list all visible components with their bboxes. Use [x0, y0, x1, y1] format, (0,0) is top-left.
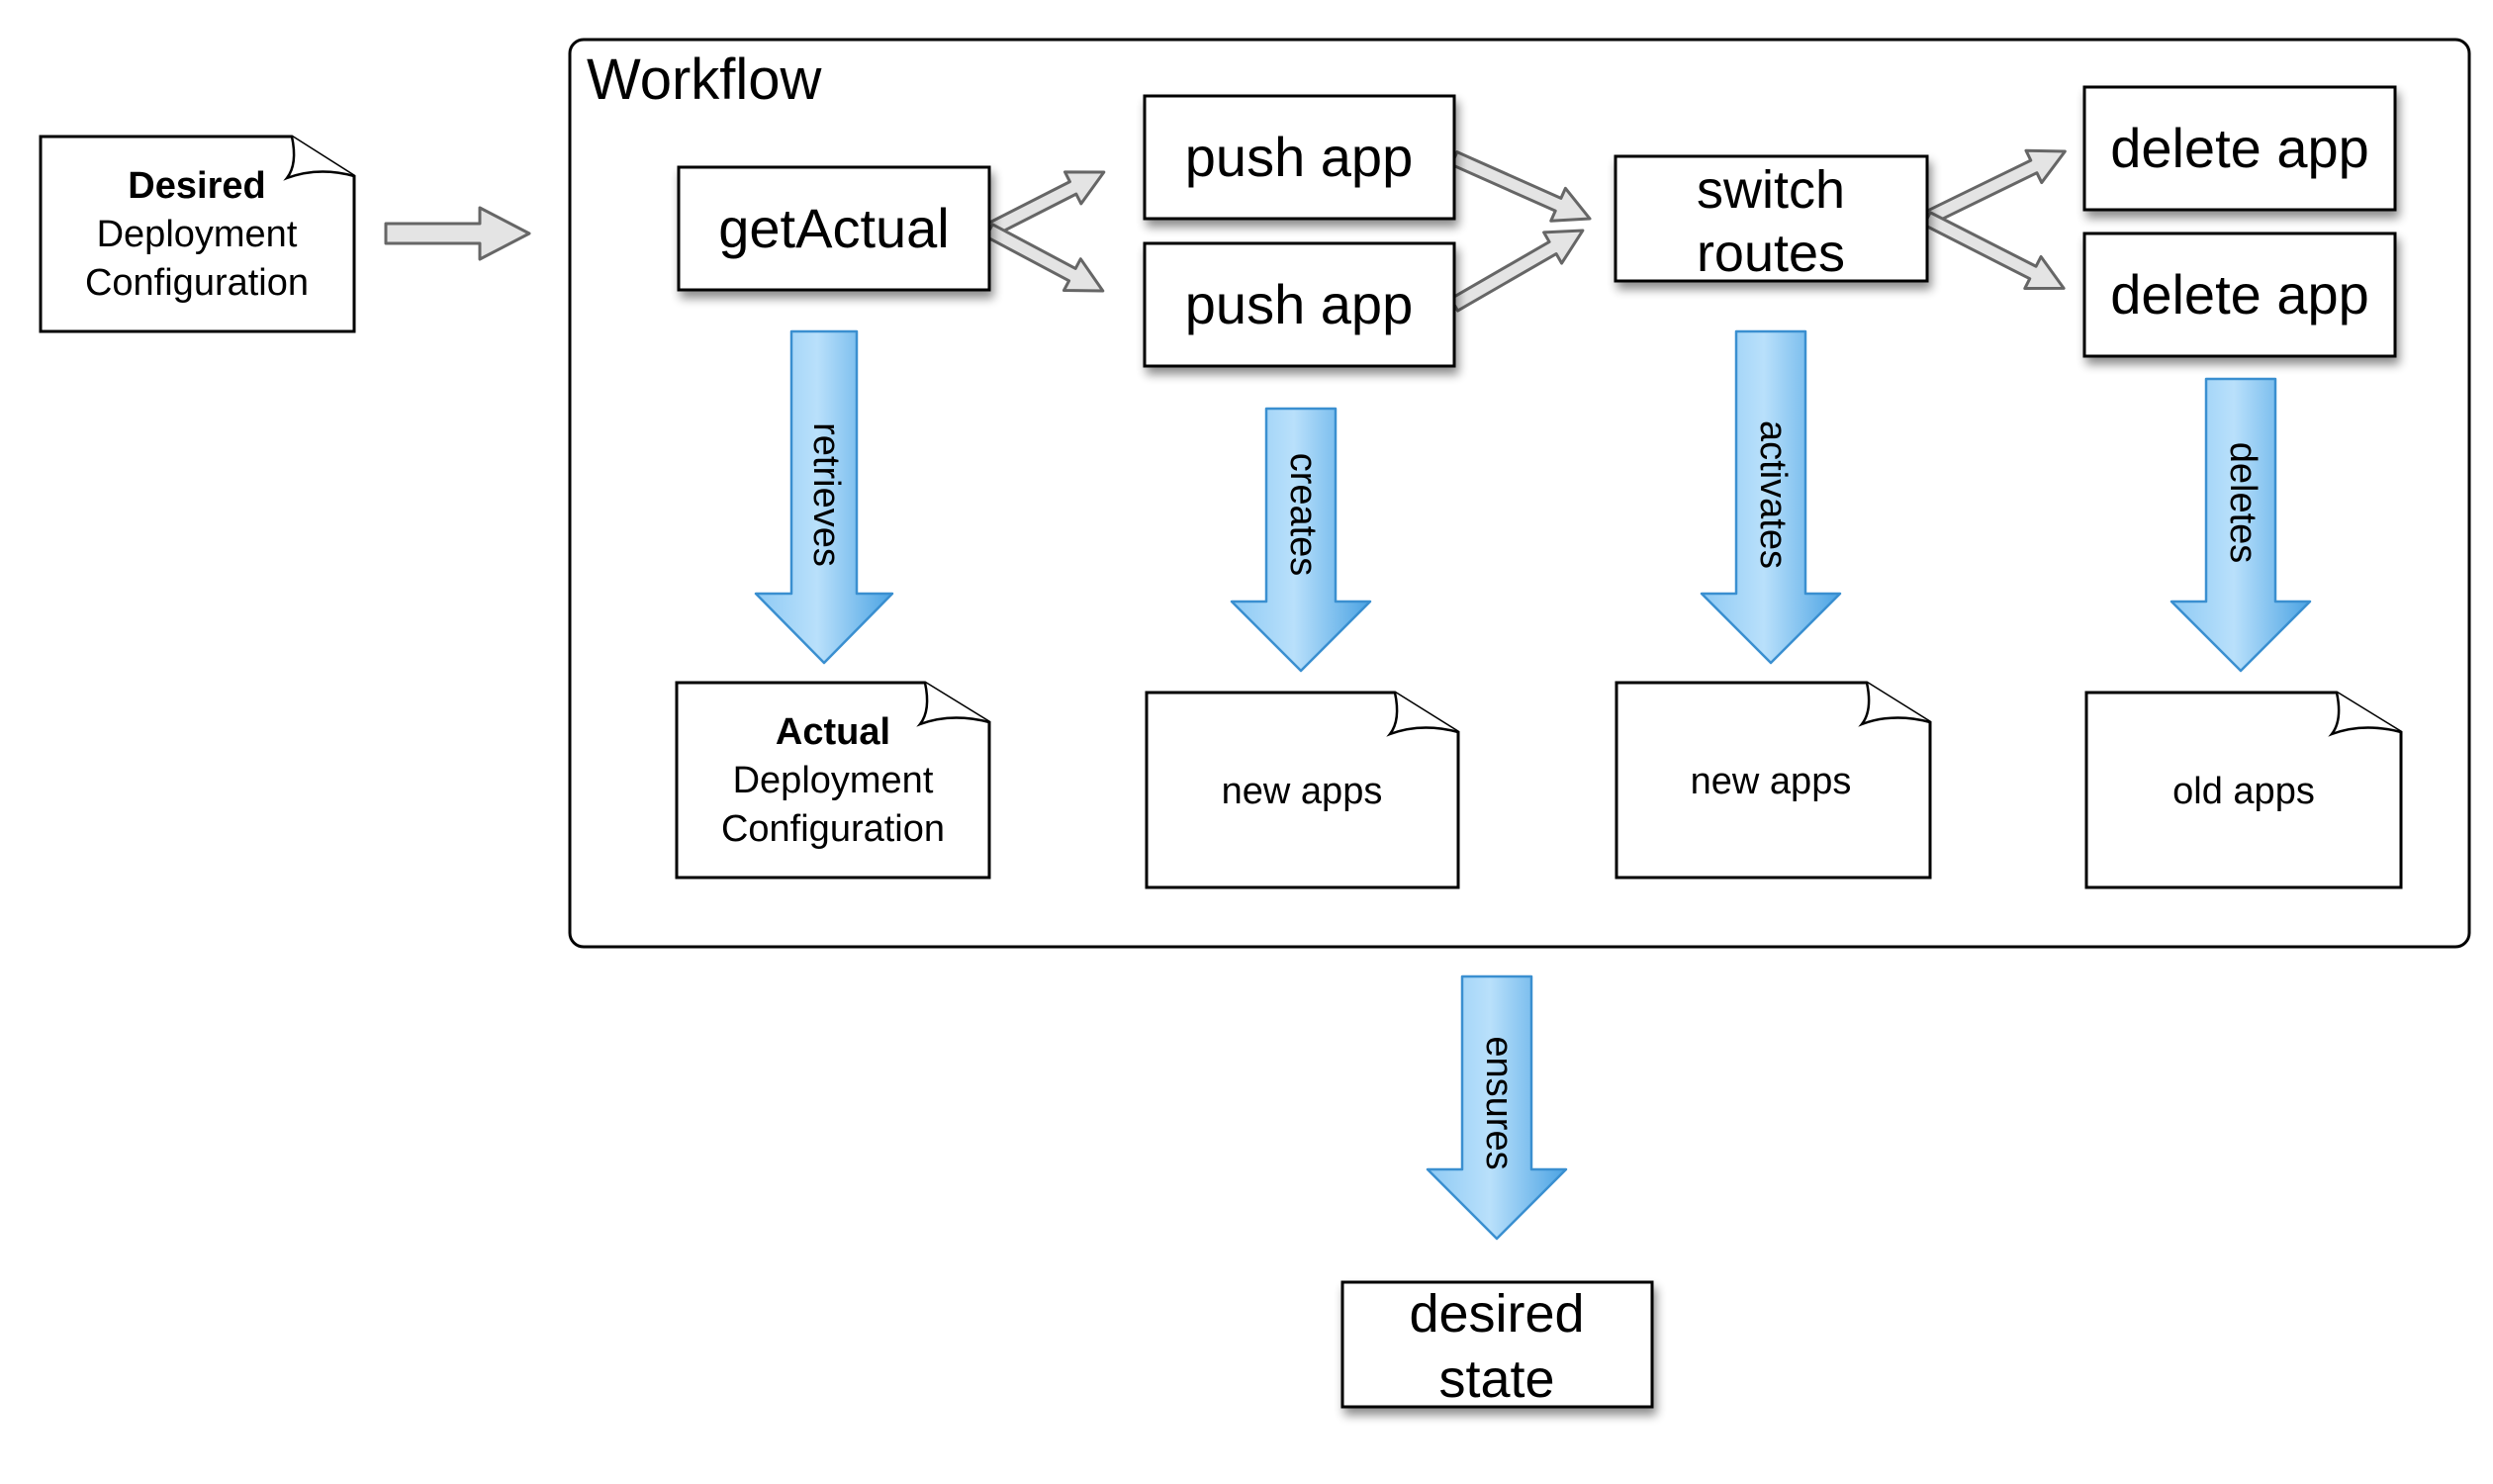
doc-new-apps-1-label: new apps	[1222, 771, 1383, 812]
step-delete-app-2-label: delete app	[2110, 263, 2369, 325]
effect-arrow-deletes: deletes	[2170, 377, 2312, 673]
step-switch-routes-line2: routes	[1697, 224, 1845, 283]
doc-old-apps-label: old apps	[2172, 771, 2315, 812]
effect-arrow-ensures: ensures	[1426, 974, 1568, 1241]
step-getactual: getActual	[677, 165, 991, 292]
flow-arrow-getactual-to-push2	[984, 223, 1105, 293]
flow-arrow-push2-to-switch	[1449, 229, 1585, 313]
step-delete-app-1: delete app	[2082, 85, 2397, 212]
effect-arrow-activates-label: activates	[1752, 420, 1794, 569]
step-delete-app-1-label: delete app	[2110, 117, 2369, 179]
desired-config-document: Desired Deployment Configuration	[39, 135, 356, 333]
step-switch-routes-line1: switch	[1697, 160, 1845, 220]
effect-arrow-ensures-label: ensures	[1478, 1036, 1520, 1169]
doc-actual-config-title: Actual	[776, 711, 890, 753]
desired-state-line2: state	[1438, 1349, 1554, 1409]
effect-arrow-retrieves: retrieves	[754, 329, 894, 665]
flow-arrow-push1-to-switch	[1449, 150, 1592, 223]
workflow-title: Workflow	[587, 47, 823, 112]
doc-actual-config-line3: Configuration	[721, 808, 945, 850]
desired-state-line1: desired	[1409, 1284, 1584, 1344]
doc-new-apps-1: new apps	[1145, 691, 1460, 889]
doc-old-apps: old apps	[2084, 691, 2403, 889]
step-push-app-1-label: push app	[1185, 126, 1413, 188]
effect-arrow-activates: activates	[1700, 329, 1842, 665]
effect-arrow-creates: creates	[1230, 407, 1372, 673]
flow-arrow-switch-to-delete1	[1922, 148, 2067, 227]
desired-state-box: desired state	[1340, 1280, 1654, 1409]
step-getactual-label: getActual	[718, 197, 950, 259]
flow-arrows	[984, 148, 2067, 313]
effect-arrow-retrieves-label: retrieves	[805, 422, 847, 567]
step-push-app-1: push app	[1143, 94, 1456, 221]
doc-new-apps-2-label: new apps	[1691, 761, 1852, 802]
step-push-app-2-label: push app	[1185, 273, 1413, 335]
flow-arrow-switch-to-delete2	[1922, 211, 2066, 291]
effect-arrow-creates-label: creates	[1282, 453, 1324, 577]
doc-new-apps-2: new apps	[1615, 681, 1932, 880]
desired-config-title: Desired	[128, 165, 265, 207]
desired-config-line3: Configuration	[85, 262, 309, 304]
effect-arrow-deletes-label: deletes	[2222, 442, 2263, 564]
step-push-app-2: push app	[1143, 241, 1456, 368]
doc-actual-config-line2: Deployment	[733, 760, 934, 801]
step-switch-routes: switch routes	[1614, 154, 1929, 283]
step-delete-app-2: delete app	[2082, 232, 2397, 358]
desired-config-line2: Deployment	[97, 214, 298, 255]
flow-arrow-getactual-to-push1	[984, 170, 1106, 238]
doc-actual-config: Actual Deployment Configuration	[675, 681, 991, 880]
input-arrow	[384, 206, 531, 261]
